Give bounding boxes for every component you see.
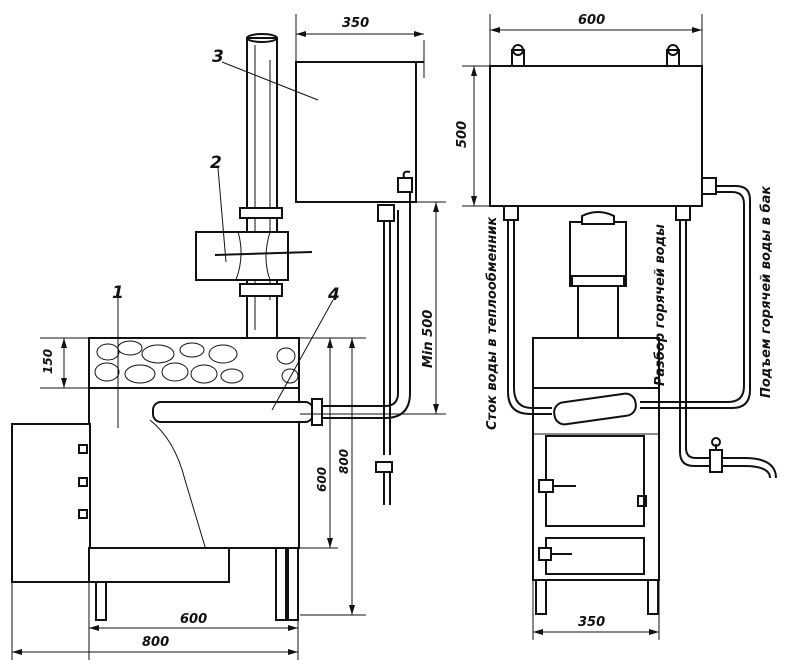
side-view: 3 2 1 4 350 150 Min 500: [11, 14, 446, 660]
firebox-extension: [11, 423, 230, 583]
dim-350-top: [295, 14, 424, 62]
dim-label-600-horizontal: 600: [180, 612, 207, 627]
legs-front: [535, 579, 659, 615]
dim-label-600-top: 600: [578, 13, 605, 28]
dim-label-800-vertical: 800: [337, 449, 351, 474]
callout-1: 1: [112, 283, 124, 303]
dim-150: [40, 337, 89, 389]
label-hot-draw: Разбор горячей воды: [653, 224, 668, 386]
dim-label-min-500: Min 500: [421, 310, 436, 368]
stone-basket: [88, 337, 300, 389]
dim-min-500: [300, 201, 446, 415]
dim-600-top: [489, 14, 703, 66]
label-rise: Подъем горячей воды в бак: [759, 185, 774, 398]
dim-800-horizontal: [11, 582, 298, 660]
dim-label-800-horizontal: 800: [142, 635, 169, 650]
legs-side: [95, 547, 299, 621]
dim-label-600-vertical: 600: [315, 467, 329, 492]
front-view: 600 500: [455, 13, 777, 640]
pipes-front: [507, 185, 777, 479]
label-drain: Сток воды в теплообменник: [485, 216, 500, 430]
heat-exchanger-box: [195, 231, 313, 281]
dim-label-350-bottom: 350: [578, 615, 605, 630]
water-tank-front: [489, 44, 717, 221]
chimney-collar: [239, 207, 283, 297]
dim-label-150: 150: [41, 349, 55, 374]
stove-body-front: [532, 337, 660, 581]
dim-label-350-top: 350: [342, 16, 369, 31]
callout-2: 2: [210, 153, 222, 173]
callout-3: 3: [212, 47, 224, 67]
dim-350-bottom: [532, 580, 660, 640]
dim-800-vertical: [300, 338, 366, 616]
dim-600-horizontal: [88, 582, 299, 660]
dim-500-tank: [462, 65, 490, 207]
heat-exchanger-pipe: [152, 170, 413, 505]
dim-label-500-tank: 500: [455, 121, 470, 148]
callout-4: 4: [327, 285, 340, 305]
callout-leaders: [117, 61, 334, 428]
dim-600-vertical: [300, 337, 366, 549]
water-tank-side: [295, 40, 425, 203]
